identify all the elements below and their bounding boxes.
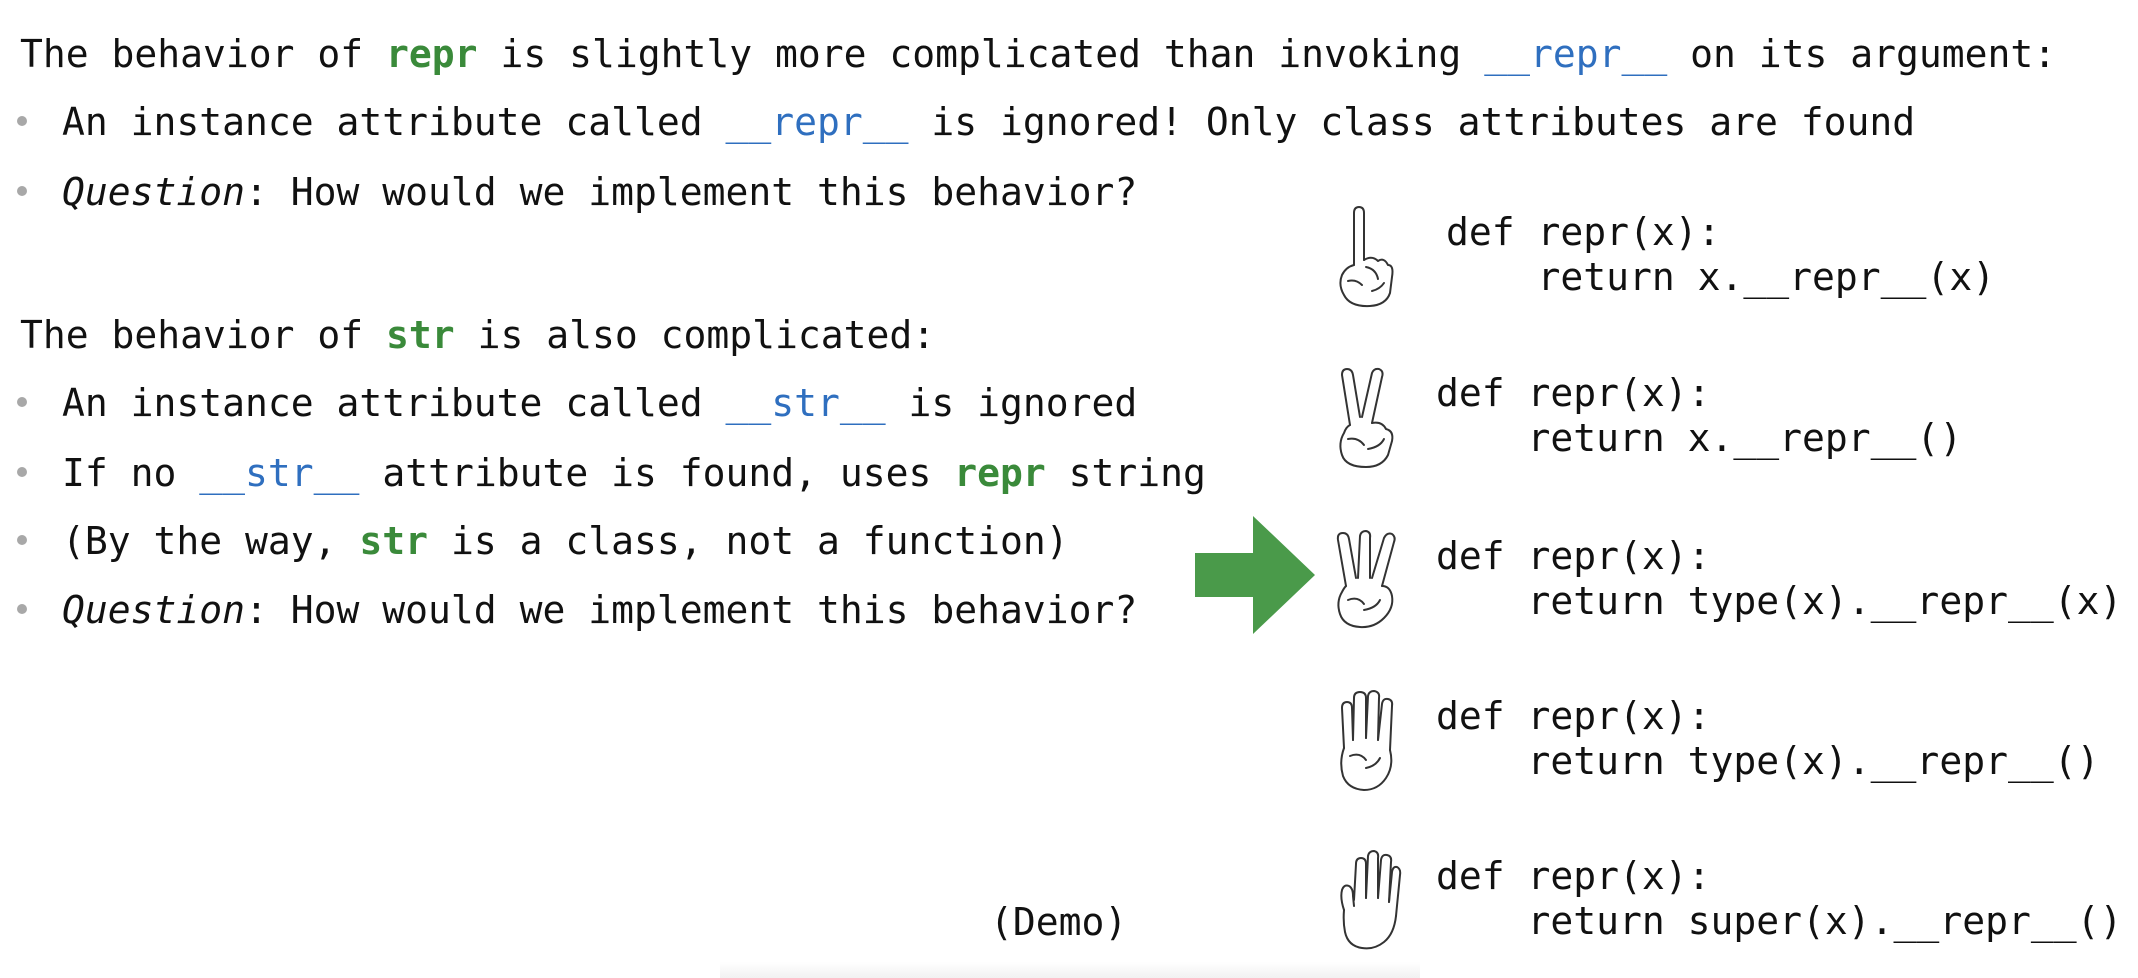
bullet-text: is a class, not a function) [428,519,1069,563]
bullet-text: is ignored! Only class attributes are fo… [908,100,1916,144]
bullet-text: (By the way, [62,519,360,563]
str-intro-line: The behavior of str is also complicated: [20,313,935,357]
repr-dunder: __repr__ [1484,32,1668,76]
five-finger-hand-icon [1340,850,1402,950]
bullet-dot [17,535,27,545]
code-line: return type(x).__repr__(x) [1436,579,2123,623]
question-label: Question [62,170,246,214]
str-intro-text: is also complicated: [454,313,936,357]
repr-bullet-question: Question: How would we implement this be… [62,170,1137,214]
code-line: return type(x).__repr__() [1436,739,2100,783]
str-keyword: str [359,519,429,563]
str-intro-text: The behavior of [20,313,387,357]
code-line: def repr(x): [1436,534,1711,578]
bullet-dot [17,604,27,614]
option-5-code: def repr(x): return super(x).__repr__() [1436,854,2122,944]
repr-keyword: repr [954,451,1046,495]
str-bullet-class-note: (By the way, str is a class, not a funct… [62,519,1069,563]
repr-intro-text: is slightly more complicated than invoki… [477,32,1485,76]
repr-intro-text: on its argument: [1667,32,2057,76]
option-4-code: def repr(x): return type(x).__repr__() [1436,694,2099,784]
option-2-code: def repr(x): return x.__repr__() [1436,371,1962,461]
repr-bullet-instance: An instance attribute called __repr__ is… [62,100,1915,144]
bullet-text: : How would we implement this behavior? [245,588,1138,632]
code-line: return x.__repr__(x) [1446,255,1996,299]
code-line: def repr(x): [1436,854,1711,898]
code-line: return x.__repr__() [1436,416,1963,460]
str-bullet-fallback: If no __str__ attribute is found, uses r… [62,451,1206,495]
question-label: Question [62,588,246,632]
code-line: return super(x).__repr__() [1436,899,2123,943]
option-3-code: def repr(x): return type(x).__repr__(x) [1436,534,2122,624]
repr-dunder: __repr__ [725,100,909,144]
str-dunder: __str__ [199,451,360,495]
bullet-dot [17,467,27,477]
bullet-text: An instance attribute called [62,381,726,425]
code-line: def repr(x): [1436,371,1711,415]
arrow-right-icon [1195,516,1315,634]
bullet-dot [17,186,27,196]
str-keyword: str [386,313,455,357]
bullet-text: attribute is found, uses [359,451,955,495]
bullet-text: If no [62,451,200,495]
repr-intro-line: The behavior of repr is slightly more co… [20,32,2056,76]
bullet-dot [17,397,27,407]
bullet-dot [17,116,27,126]
bottom-shadow [720,962,1420,978]
bullet-text: string [1045,451,1206,495]
one-finger-hand-icon [1339,206,1394,308]
demo-label: (Demo) [990,900,1128,944]
two-finger-hand-icon [1339,367,1394,468]
code-line: def repr(x): [1436,694,1711,738]
bullet-text: An instance attribute called [62,100,726,144]
str-dunder: __str__ [725,381,886,425]
code-line: def repr(x): [1446,210,1721,254]
str-bullet-instance: An instance attribute called __str__ is … [62,381,1137,425]
three-finger-hand-icon [1336,530,1396,629]
repr-intro-text: The behavior of [20,32,387,76]
repr-keyword: repr [386,32,478,76]
bullet-text: : How would we implement this behavior? [245,170,1138,214]
four-finger-hand-icon [1340,690,1394,791]
option-1-code: def repr(x): return x.__repr__(x) [1446,210,1995,300]
bullet-text: is ignored [885,381,1138,425]
str-bullet-question: Question: How would we implement this be… [62,588,1137,632]
